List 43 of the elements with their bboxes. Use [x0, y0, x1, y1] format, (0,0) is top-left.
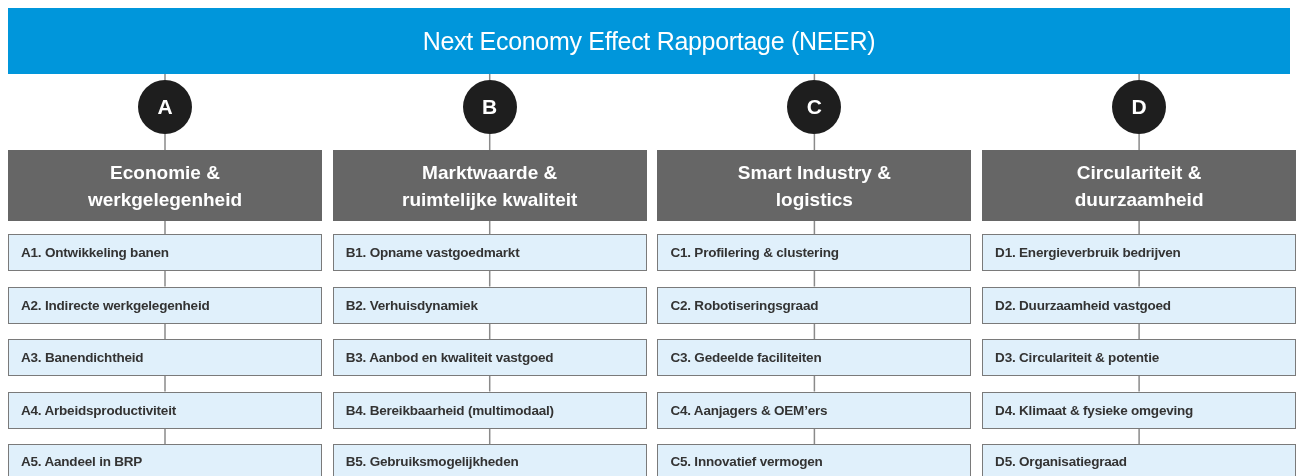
- connector-line: [164, 427, 166, 445]
- letter-circle: B: [462, 80, 517, 134]
- indicator-box: B1. Opname vastgoedmarkt: [332, 234, 647, 271]
- indicator-box: C1. Profilering & clustering: [657, 234, 972, 271]
- indicator-box: B5. Gebruiksmogelijkheden: [332, 444, 647, 476]
- indicator-box: B3. Aanbod en kwaliteit vastgoed: [332, 339, 647, 376]
- indicator-box: C2. Robotiseringsgraad: [657, 286, 972, 324]
- letter-circle: C: [787, 80, 842, 134]
- indicator-box: B4. Bereikbaarheid (multimodaal): [332, 391, 647, 429]
- indicator-box: B2. Verhuisdynamiek: [332, 286, 647, 324]
- letter-circle: D: [1112, 80, 1167, 134]
- connector-line: [164, 73, 166, 81]
- indicator-box: D1. Energieverbruik bedrijven: [982, 234, 1297, 271]
- indicator-box: A4. Arbeidsproductiviteit: [8, 391, 322, 429]
- letter-circle: A: [138, 80, 192, 134]
- indicator-box: A1. Ontwikkeling banen: [8, 234, 322, 271]
- indicator-box: D2. Duurzaamheid vastgoed: [982, 286, 1297, 324]
- connector-line: [1138, 133, 1140, 151]
- indicator-box: D4. Klimaat & fysieke omgeving: [982, 391, 1297, 429]
- connector-line: [1138, 375, 1140, 393]
- indicator-box: A2. Indirecte werkgelegenheid: [8, 286, 322, 324]
- connector-line: [164, 133, 166, 151]
- indicator-box: D3. Circulariteit & potentie: [982, 339, 1297, 376]
- indicator-box: C4. Aanjagers & OEM’ers: [657, 391, 972, 429]
- indicator-box: A3. Banendichtheid: [8, 339, 322, 376]
- connector-line: [1138, 322, 1140, 340]
- connector-line: [1138, 270, 1140, 288]
- connector-line: [164, 375, 166, 393]
- indicator-box: D5. Organisatiegraad: [982, 444, 1297, 476]
- connector-line: [1138, 220, 1140, 235]
- indicator-box: C3. Gedeelde faciliteiten: [657, 339, 972, 376]
- connector-line: [164, 220, 166, 235]
- connector-line: [164, 270, 166, 288]
- category-header: Smart Industry & logistics: [657, 150, 972, 221]
- category-header: Marktwaarde & ruimtelijke kwaliteit: [332, 150, 647, 221]
- connector-line: [1138, 73, 1140, 81]
- connector-line: [164, 322, 166, 340]
- category-header: Economie & werkgelegenheid: [8, 150, 322, 221]
- indicator-box: C5. Innovatief vermogen: [657, 444, 972, 476]
- category-header: Circulariteit & duurzaamheid: [982, 150, 1297, 221]
- connector-line: [1138, 427, 1140, 445]
- indicator-box: A5. Aandeel in BRP: [8, 444, 322, 476]
- title-bar: Next Economy Effect Rapportage (NEER): [8, 8, 1290, 74]
